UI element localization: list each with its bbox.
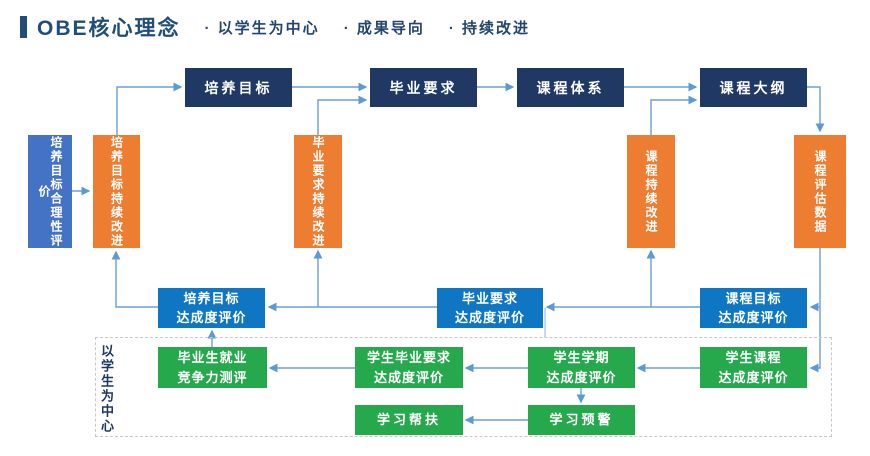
- subtitle-item-student-centered: · 以学生为中心: [204, 19, 320, 37]
- connector-objectives-improve-to-objectives: [116, 82, 183, 135]
- node-requirements-improve: 毕业要求持续改进: [294, 135, 342, 248]
- node-requirements: 毕业要求: [370, 68, 477, 107]
- node-curriculum: 课程体系: [517, 68, 624, 107]
- node-student-course-attainment: 学生课程 达成度评价: [700, 347, 807, 388]
- node-learning-warning: 学习预警: [528, 405, 635, 435]
- subtitle-item-continuous-improvement: · 持续改进: [448, 19, 531, 37]
- node-course-improve: 课程持续改进: [627, 135, 675, 248]
- node-rationality-eval: 培养目标合理性评价: [28, 135, 72, 248]
- page-title: OBE核心理念: [37, 17, 181, 40]
- node-student-term-attainment: 学生学期 达成度评价: [528, 347, 635, 388]
- node-objectives-improve: 培养目标持续改进: [93, 135, 140, 248]
- connector-requirements-improve-to-requirements: [317, 95, 368, 135]
- node-objectives: 培养目标: [185, 68, 292, 107]
- node-syllabus: 课程大纲: [700, 68, 807, 107]
- node-student-requirements-attainment: 学生毕业要求 达成度评价: [355, 347, 463, 388]
- title-bar: OBE核心理念 · 以学生为中心 · 成果导向 · 持续改进: [20, 12, 530, 42]
- subtitle-item-outcome-based: · 成果导向: [343, 19, 425, 37]
- title-accent-bar: [20, 16, 27, 38]
- node-learning-support: 学习帮扶: [355, 405, 463, 435]
- node-objectives-attainment: 培养目标 达成度评价: [158, 288, 265, 328]
- student-centered-region: [95, 337, 832, 437]
- node-course-data: 课程评估数据: [794, 135, 846, 248]
- connector-objectives-attain-to-objectives-improve: [111, 250, 158, 308]
- connector-course-improve-to-syllabus: [650, 95, 698, 135]
- node-course-attainment: 课程目标 达成度评价: [700, 288, 807, 328]
- student-centered-label: 以学生为中心: [99, 344, 114, 434]
- node-requirements-attainment: 毕业要求 达成度评价: [437, 288, 543, 328]
- connector-syllabus-to-course-data: [807, 86, 825, 133]
- node-employment-eval: 毕业生就业 竞争力测评: [158, 347, 267, 388]
